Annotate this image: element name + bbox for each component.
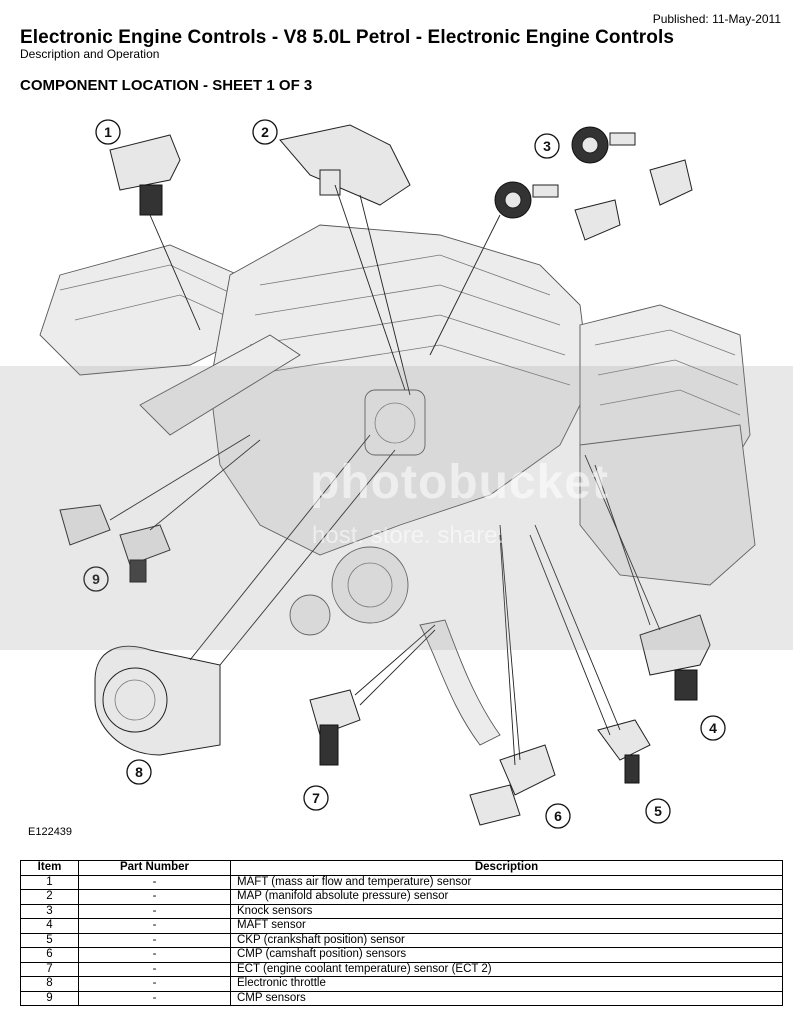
svg-text:6: 6 [554,808,562,824]
section-heading: COMPONENT LOCATION - SHEET 1 OF 3 [20,77,313,94]
page-subtitle: Description and Operation [20,47,160,61]
published-date: Published: 11-May-2011 [652,12,781,26]
header-part-number: Part Number [78,860,231,876]
table-row: 4-MAFT sensor [20,918,783,934]
table-row: 9-CMP sensors [20,990,783,1006]
svg-text:8: 8 [135,764,143,780]
item-cell: 3 [20,903,79,919]
svg-text:9: 9 [92,571,100,587]
description-cell: CMP sensors [230,990,783,1006]
part-number-cell: - [78,961,231,977]
part-number-cell: - [78,976,231,992]
description-cell: CKP (crankshaft position) sensor [230,932,783,948]
svg-text:1: 1 [104,124,112,140]
watermark-tagline: host. store. share. [312,522,505,549]
part-number-cell: - [78,918,231,934]
callout-7: 7 [303,785,329,811]
description-cell: MAFT sensor [230,918,783,934]
item-cell: 5 [20,932,79,948]
part-number-cell: - [78,932,231,948]
description-cell: ECT (engine coolant temperature) sensor … [230,961,783,977]
svg-text:2: 2 [261,124,269,140]
part-number-cell: - [78,903,231,919]
cmp-sensors-part-2 [59,504,171,583]
part-number-cell: - [78,889,231,905]
component-location-diagram: 1 2 3 4 5 6 7 8 9 [20,105,780,840]
item-cell: 6 [20,947,79,963]
knock-sensors-part [494,126,693,241]
svg-text:5: 5 [654,803,662,819]
figure-code: E122439 [28,826,73,838]
item-cell: 2 [20,889,79,905]
maft-sensor-part-2 [639,614,711,701]
callout-6: 6 [545,803,571,829]
svg-text:7: 7 [312,790,320,806]
item-cell: 8 [20,976,79,992]
ect-sensor-part [309,689,361,766]
description-cell: MAFT (mass air flow and temperature) sen… [230,874,783,890]
callout-2: 2 [252,119,278,145]
part-number-cell: - [78,990,231,1006]
header-item: Item [20,860,79,876]
callout-1: 1 [95,119,121,145]
item-cell: 4 [20,918,79,934]
table-row: 1-MAFT (mass air flow and temperature) s… [20,874,783,890]
engine-illustration: 1 2 3 4 5 6 7 8 9 [39,119,756,829]
description-cell: CMP (camshaft position) sensors [230,947,783,963]
part-number-cell: - [78,874,231,890]
svg-text:4: 4 [709,720,717,736]
description-cell: MAP (manifold absolute pressure) sensor [230,889,783,905]
callout-5: 5 [645,798,671,824]
header-description: Description [230,860,783,876]
table-row: 7-ECT (engine coolant temperature) senso… [20,961,783,977]
callout-4: 4 [700,715,726,741]
maft-sensor-part [109,134,181,216]
parts-table: Item Part Number Description 1-MAFT (mas… [20,860,783,1006]
table-row: 3-Knock sensors [20,903,783,919]
callout-9: 9 [83,566,109,592]
callout-8: 8 [126,759,152,785]
part-number-cell: - [78,947,231,963]
electronic-throttle-part [94,645,221,756]
callout-3: 3 [534,133,560,159]
description-cell: Electronic throttle [230,976,783,992]
table-row: 2-MAP (manifold absolute pressure) senso… [20,889,783,905]
table-row: 6-CMP (camshaft position) sensors [20,947,783,963]
item-cell: 1 [20,874,79,890]
cmp-sensors-part [469,744,556,826]
watermark-logo: photobucket [310,456,609,509]
table-row: 5-CKP (crankshaft position) sensor [20,932,783,948]
svg-text:3: 3 [543,138,551,154]
page-title: Electronic Engine Controls - V8 5.0L Pet… [20,27,675,48]
item-cell: 9 [20,990,79,1006]
item-cell: 7 [20,961,79,977]
engine-assembly [39,224,756,746]
table-row: 8-Electronic throttle [20,976,783,992]
ckp-sensor-part [597,719,651,784]
table-header-row: Item Part Number Description [20,860,783,876]
watermark-band [0,366,793,650]
leader-lines [109,184,661,766]
map-sensor-part [279,124,411,206]
description-cell: Knock sensors [230,903,783,919]
